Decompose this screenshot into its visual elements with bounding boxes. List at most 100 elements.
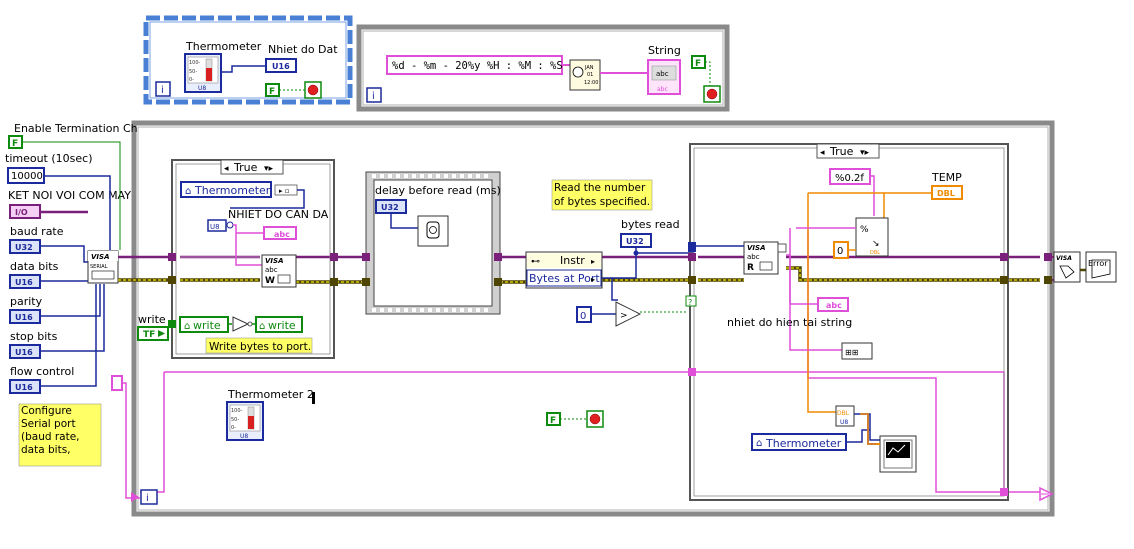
svg-text:abc: abc	[747, 253, 760, 261]
svg-text:W: W	[265, 276, 275, 286]
zero-const-middle[interactable]: 0	[576, 306, 592, 323]
dbl-u8-convert[interactable]: DBL U8	[835, 405, 855, 427]
string-indicator-terminal[interactable]: abc abc	[647, 59, 681, 95]
stop-bits-control[interactable]: U16	[9, 344, 41, 359]
svg-text:100-: 100-	[231, 408, 243, 414]
left-controls: Enable Termination Ch F timeout (10sec) …	[5, 122, 138, 467]
thermometer-ref-1[interactable]: ⌂ Thermometer	[180, 181, 272, 198]
svg-text:True: True	[829, 145, 854, 158]
visa-resource-control[interactable]: I/O	[9, 204, 41, 219]
visa-configure-serial-node[interactable]: VISA SERIAL	[87, 250, 119, 284]
wait-timer-node[interactable]	[417, 215, 449, 247]
stop-const-false-1[interactable]: F	[265, 83, 280, 97]
write-terminal[interactable]: TF	[137, 326, 169, 341]
stop-terminal-2[interactable]	[703, 85, 721, 103]
svg-text:abc: abc	[656, 70, 669, 78]
loop-index-1: i	[155, 81, 171, 97]
type-cast-node[interactable]: ▸ ▫	[274, 184, 298, 196]
parity-label: parity	[10, 295, 43, 308]
greater-than-node[interactable]: >	[615, 301, 642, 327]
main-stop-terminal[interactable]	[586, 410, 604, 428]
svg-text:U16: U16	[15, 313, 33, 322]
simple-error-handler-node[interactable]: Error	[1085, 251, 1117, 283]
svg-text:write: write	[193, 319, 221, 332]
svg-text:abc: abc	[274, 230, 290, 239]
svg-text:U8: U8	[198, 85, 206, 92]
nhiet-do-dat-local[interactable]: U16	[265, 58, 297, 73]
flat-sequence-frame: delay before read (ms) U32	[362, 171, 502, 315]
svg-text:Instr: Instr	[560, 254, 585, 267]
visa-read-node[interactable]: VISA abc R	[743, 241, 787, 275]
case1-selector[interactable]: ◂ True ▾▸	[220, 159, 284, 175]
visa-close-node[interactable]: VISA	[1053, 251, 1081, 283]
svg-text:F: F	[269, 87, 275, 97]
svg-text:Thermometer: Thermometer	[194, 184, 271, 197]
zero-const-dbl[interactable]: 0	[833, 241, 849, 259]
svg-text:U32: U32	[381, 203, 399, 212]
property-node[interactable]: ⊷ Instr ▸ Bytes at Port ▸	[525, 251, 603, 289]
svg-text:U16: U16	[272, 62, 290, 71]
format-string-const[interactable]: %d - %m - 20%y %H : %M : %S	[386, 55, 563, 75]
svg-text:50-: 50-	[231, 417, 239, 423]
thermometer-2-terminal[interactable]: 100- 50- 0- U8	[226, 401, 264, 441]
data-bits-control[interactable]: U16	[9, 274, 41, 289]
enable-termination-const[interactable]: F	[8, 135, 23, 149]
svg-text:write: write	[268, 319, 296, 332]
parity-control[interactable]: U16	[9, 309, 41, 324]
svg-text:F: F	[695, 59, 701, 69]
svg-text:10000: 10000	[11, 171, 43, 182]
not-gate[interactable]	[232, 316, 253, 332]
thermometer-terminal[interactable]: 100- 50- 0- U8	[184, 53, 222, 93]
timeout-label: timeout (10sec)	[5, 152, 93, 165]
bytes-read-label: bytes read	[621, 218, 680, 231]
svg-text:i: i	[146, 493, 149, 504]
temp-indicator[interactable]: DBL	[931, 185, 963, 200]
svg-text:i: i	[372, 91, 375, 102]
thermometer-ref-2[interactable]: ⌂ Thermometer	[751, 433, 847, 451]
svg-text:U8: U8	[240, 433, 248, 440]
svg-text:abc: abc	[826, 301, 842, 310]
svg-text:VISA: VISA	[1056, 255, 1072, 262]
baud-rate-label: baud rate	[10, 225, 64, 238]
timeout-const[interactable]: 10000	[7, 167, 45, 184]
main-stop-const[interactable]: F	[546, 412, 561, 426]
stop-terminal-1[interactable]	[304, 81, 322, 99]
visa-write-node[interactable]: VISA abc W	[261, 254, 297, 288]
flow-control-control[interactable]: U16	[9, 379, 41, 394]
string-indicator-local[interactable]: abc	[817, 297, 849, 312]
stop-const-false-2[interactable]: F	[691, 55, 706, 69]
format-const-0-2f[interactable]: %0.2f	[829, 168, 871, 185]
scan-from-string-node[interactable]: % ↘ DBL	[855, 217, 889, 257]
left-shift-register-bottom	[111, 375, 123, 391]
svg-text:abc: abc	[657, 86, 668, 93]
delay-control[interactable]: U32	[375, 199, 407, 214]
svg-text:U8: U8	[210, 223, 220, 231]
concatenate-node[interactable]: ⊞⊞	[841, 342, 873, 360]
svg-text:JAN: JAN	[584, 65, 594, 71]
u8-to-string-node[interactable]: U8	[207, 219, 234, 232]
stop-bits-label: stop bits	[10, 330, 58, 343]
svg-text:TF: TF	[143, 330, 155, 340]
write-local-read[interactable]: ⌂ write	[179, 316, 229, 333]
svg-text:I/O: I/O	[15, 208, 28, 217]
svg-text:⌂: ⌂	[184, 321, 190, 332]
case2-selector[interactable]: ◂ True ▾▸	[816, 143, 880, 159]
bytes-read-indicator[interactable]: U32	[620, 233, 652, 248]
svg-text:▸ ▫: ▸ ▫	[279, 187, 289, 195]
svg-text:F: F	[12, 139, 18, 149]
delay-label: delay before read (ms)	[375, 184, 501, 197]
format-date-time-node[interactable]: JAN 01 12:00	[569, 59, 601, 91]
abc-string-local-1[interactable]: abc	[263, 226, 297, 240]
svg-text:U16: U16	[15, 278, 33, 287]
baud-rate-control[interactable]: U32	[9, 239, 41, 254]
svg-text:abc: abc	[265, 266, 278, 274]
svg-text:⊞⊞: ⊞⊞	[845, 348, 858, 357]
write-local-write[interactable]: ⌂ write	[255, 316, 303, 333]
chart-property-node[interactable]	[876, 435, 917, 473]
svg-text:⌂: ⌂	[259, 321, 265, 332]
data-bits-label: data bits	[10, 260, 59, 273]
svg-text:?: ?	[688, 298, 692, 307]
svg-text:%: %	[860, 225, 869, 235]
svg-text:True: True	[233, 161, 258, 174]
